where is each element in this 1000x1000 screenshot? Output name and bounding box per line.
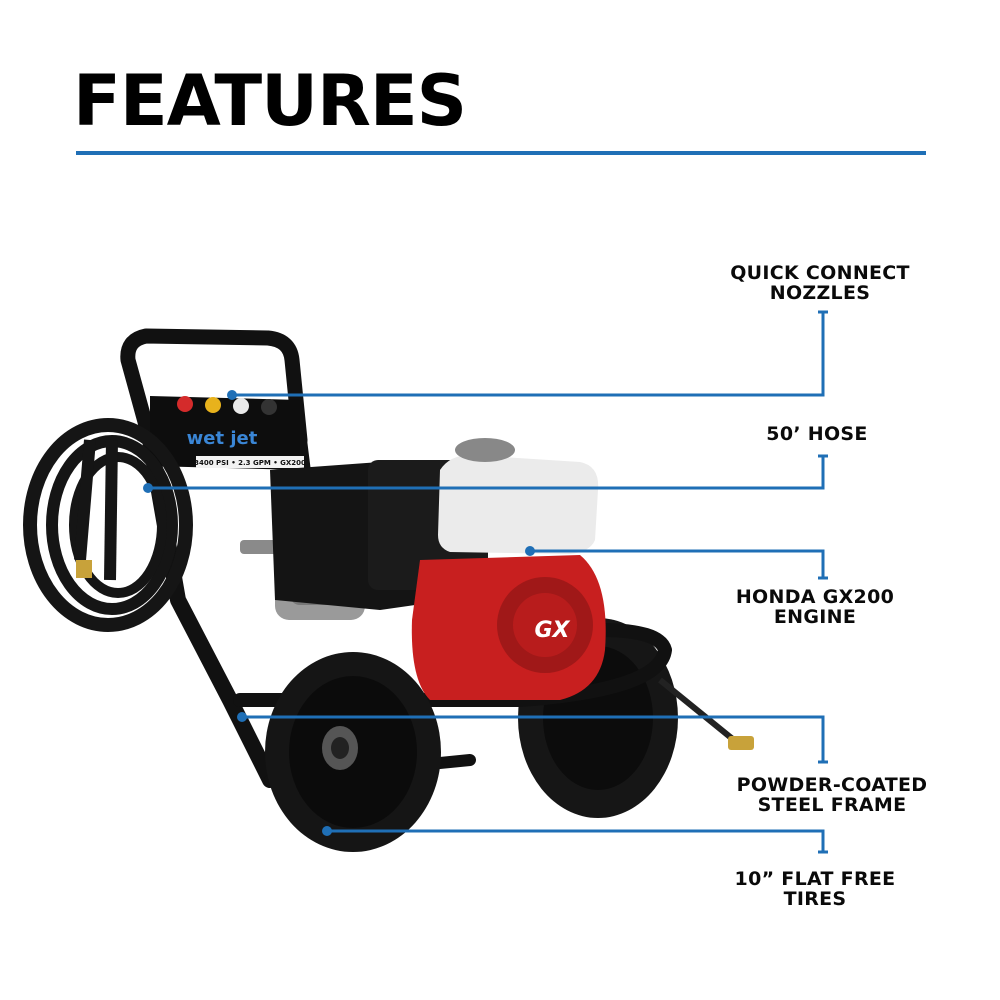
feature-label-hose: 50’ HOSE (707, 424, 927, 444)
title-underline (76, 151, 926, 155)
feature-engine-line1: HONDA GX200 (735, 586, 895, 608)
hose-fitting (76, 560, 92, 578)
feature-tires-line2: TIRES (783, 888, 847, 910)
feature-nozzles-line1: QUICK CONNECT (730, 262, 910, 284)
honda-engine: GX (411, 555, 606, 700)
front-tire (265, 652, 441, 852)
feature-label-engine: HONDA GX200 ENGINE (705, 587, 925, 627)
fuel-tank (438, 438, 599, 554)
feature-nozzles-line2: NOZZLES (769, 282, 871, 304)
feature-frame-line2: STEEL FRAME (757, 794, 907, 816)
feature-hose-line1: 50’ HOSE (766, 423, 868, 445)
hose-coil (23, 418, 193, 632)
feature-label-tires: 10” FLAT FREE TIRES (705, 869, 925, 909)
feature-engine-line2: ENGINE (773, 606, 857, 628)
feature-label-frame: POWDER-COATED STEEL FRAME (722, 775, 942, 815)
engine-badge: GX (534, 618, 570, 643)
feature-frame-line1: POWDER-COATED (736, 774, 928, 796)
feature-label-nozzles: QUICK CONNECT NOZZLES (710, 263, 930, 303)
page-title: FEATURES (73, 60, 467, 142)
feature-tires-line1: 10” FLAT FREE (734, 868, 896, 890)
panel-brand: wet jet (187, 428, 258, 449)
panel-specs: 3400 PSI • 2.3 GPM • GX200 (194, 459, 306, 467)
